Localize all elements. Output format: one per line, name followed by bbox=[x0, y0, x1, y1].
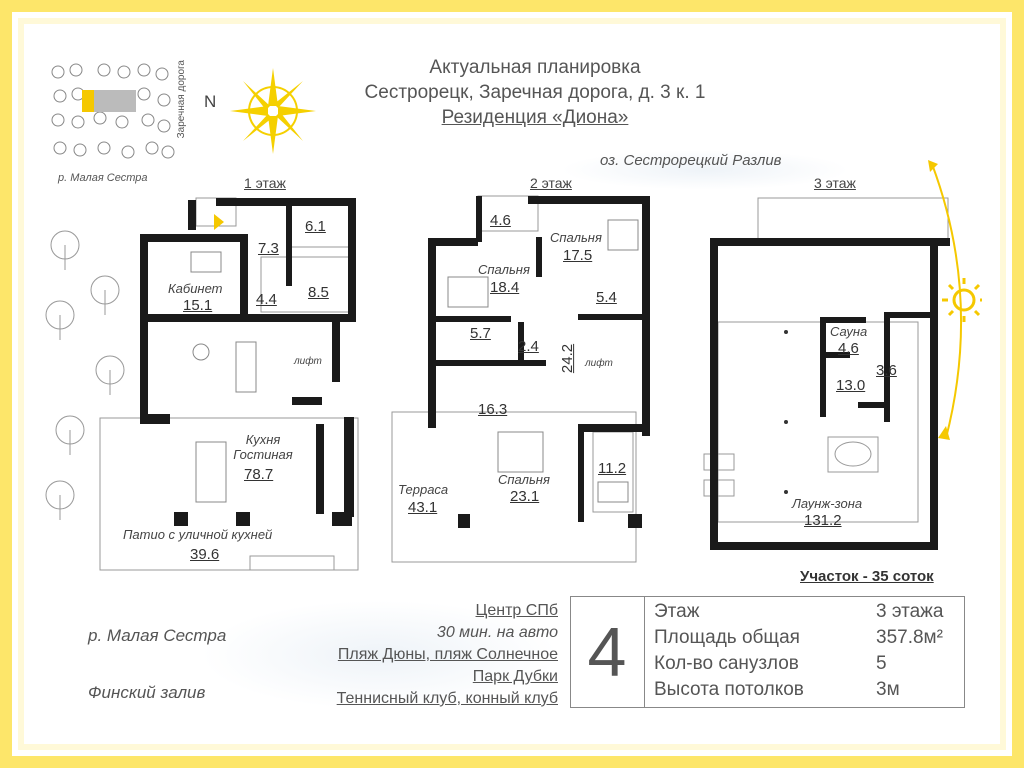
north-label: N bbox=[204, 92, 217, 111]
gulf-label: Финский залив bbox=[88, 683, 206, 702]
info-club: Теннисный клуб, конный клуб bbox=[336, 690, 558, 707]
f3-room-13-0: 13.0 bbox=[836, 377, 866, 394]
f2-room-bedroom-2-area: 18.4 bbox=[490, 279, 520, 296]
f1-room-kitchen-area: 78.7 bbox=[244, 466, 274, 483]
plot-size: Участок - 35 соток bbox=[800, 568, 934, 585]
f2-room-5-7: 5.7 bbox=[470, 325, 491, 342]
title-line-3: Резиденция «Диона» bbox=[441, 107, 629, 128]
f2-room-5-4: 5.4 bbox=[596, 289, 617, 306]
location-map bbox=[51, 63, 175, 159]
lake-label: оз. Сестрорецкий Разлив bbox=[600, 152, 782, 169]
stat-key: Кол-во санузлов bbox=[654, 653, 799, 674]
sun-path bbox=[928, 160, 982, 440]
f2-room-terrace-area: 43.1 bbox=[408, 499, 438, 516]
f1-room-cabinet-name: Кабинет bbox=[168, 281, 223, 296]
trees-decoration bbox=[45, 230, 125, 520]
f2-room-11-2: 11.2 bbox=[598, 460, 627, 477]
stat-value: 3 этажа bbox=[876, 601, 944, 622]
f1-room-4-4: 4.4 bbox=[256, 291, 277, 308]
floor-3-label: 3 этаж bbox=[814, 175, 856, 191]
title-line-2: Сестрорецк, Заречная дорога, д. 3 к. 1 bbox=[364, 82, 706, 103]
floor-1-lift: лифт bbox=[294, 356, 322, 367]
f3-room-sauna-area: 4.6 bbox=[838, 340, 859, 357]
f3-room-lounge-name: Лаунж-зона bbox=[792, 496, 863, 511]
f2-room-bedroom-3-name: Спальня bbox=[498, 472, 550, 487]
floor-1-label: 1 этаж bbox=[244, 175, 286, 191]
f1-room-kitchen-name: Кухня Гостиная bbox=[233, 432, 293, 462]
f1-room-6-1: 6.1 bbox=[305, 218, 326, 235]
info-park: Парк Дубки bbox=[472, 668, 558, 685]
info-beach: Пляж Дюны, пляж Солнечное bbox=[337, 646, 558, 663]
rooms-count: 4 bbox=[570, 596, 645, 708]
f1-room-8-5: 8.5 bbox=[308, 284, 329, 301]
f2-room-4-6: 4.6 bbox=[490, 212, 511, 229]
info-time: 30 мин. на авто bbox=[436, 624, 558, 641]
compass-icon bbox=[230, 68, 316, 154]
stat-value: 3м bbox=[876, 679, 900, 700]
f3-room-3-6: 3.6 bbox=[876, 362, 897, 379]
page-title: Актуальная планировка Сестрорецк, Заречн… bbox=[300, 55, 770, 130]
floor-2-label: 2 этаж bbox=[530, 175, 572, 191]
river-label: р. Малая Сестра bbox=[88, 626, 227, 645]
f1-room-patio-name: Патио с уличной кухней bbox=[123, 527, 273, 542]
info-center: Центр СПб bbox=[475, 602, 558, 619]
stat-key: Высота потолков bbox=[654, 679, 804, 700]
f1-room-patio-area: 39.6 bbox=[190, 546, 220, 563]
stat-value: 357.8м² bbox=[876, 627, 943, 648]
stats-box bbox=[570, 596, 965, 708]
lake-haze bbox=[560, 150, 850, 190]
f1-room-7-3: 7.3 bbox=[258, 240, 279, 257]
floor-3-plan bbox=[703, 197, 950, 550]
floor-1-plan bbox=[99, 197, 359, 571]
stat-row: Площадь общая 357.8м² bbox=[654, 627, 964, 652]
stat-row: Этаж 3 этажа bbox=[654, 601, 964, 626]
f2-room-terrace-name: Терраса bbox=[398, 482, 449, 497]
f1-room-cabinet-area: 15.1 bbox=[183, 297, 213, 314]
location-info: Центр СПб 30 мин. на авто Пляж Дюны, пля… bbox=[270, 600, 558, 710]
f2-room-bedroom-1-area: 17.5 bbox=[563, 247, 593, 264]
title-line-1: Актуальная планировка bbox=[429, 57, 641, 78]
stat-key: Этаж bbox=[654, 601, 700, 622]
f2-room-2-4: 2.4 bbox=[518, 338, 539, 355]
road-label: Заречная дорога bbox=[176, 60, 187, 139]
f2-room-16-3: 16.3 bbox=[478, 401, 508, 418]
f2-room-bedroom-3-area: 23.1 bbox=[510, 488, 540, 505]
entrance-marker bbox=[214, 214, 224, 230]
f2-room-24-2: 24.2 bbox=[559, 343, 577, 374]
building-marker bbox=[82, 90, 94, 112]
f3-room-sauna-name: Сауна bbox=[830, 324, 868, 339]
stat-row: Высота потолков 3м bbox=[654, 679, 964, 704]
stat-key: Площадь общая bbox=[654, 627, 800, 648]
stat-row: Кол-во санузлов 5 bbox=[654, 653, 964, 678]
f2-room-bedroom-1-name: Спальня bbox=[550, 230, 602, 245]
gulf-haze bbox=[200, 600, 560, 710]
map-river-label: р. Малая Сестра bbox=[58, 172, 148, 184]
f3-room-lounge-area: 131.2 bbox=[804, 512, 842, 529]
floor-2-plan bbox=[391, 195, 650, 563]
f2-room-bedroom-2-name: Спальня bbox=[478, 262, 530, 277]
floor-2-lift: лифт bbox=[585, 358, 613, 369]
stat-value: 5 bbox=[876, 653, 887, 674]
sun-icon bbox=[942, 278, 982, 322]
